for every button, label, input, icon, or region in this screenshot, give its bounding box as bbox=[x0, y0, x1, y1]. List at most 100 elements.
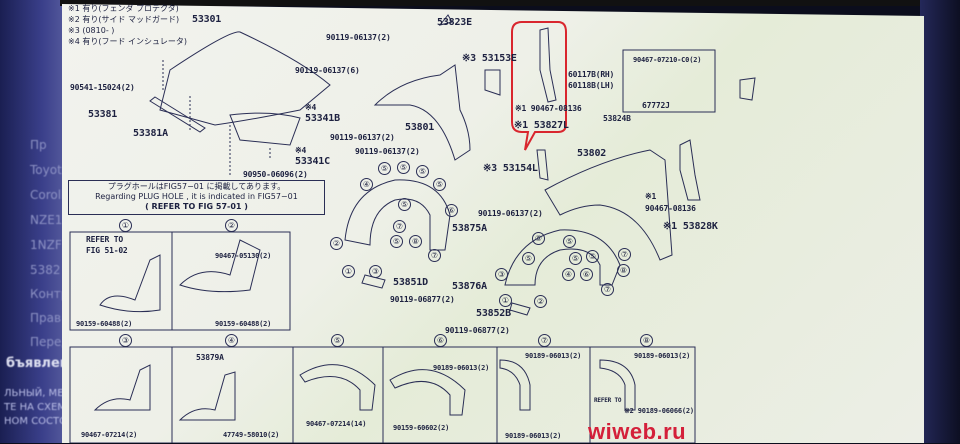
callout-number: ⑤ bbox=[397, 161, 410, 174]
label-mudguard-rh: 60117B(RH) bbox=[568, 70, 615, 79]
panel-label: 90159-60488(2) bbox=[76, 320, 133, 328]
side-item: Пр bbox=[30, 138, 47, 152]
side-item: NZE1 bbox=[30, 213, 63, 227]
callout-number: ② bbox=[330, 237, 343, 250]
callout-number: ④ bbox=[360, 178, 373, 191]
hood-shape bbox=[159, 31, 331, 126]
label-bolt: 90119-06137(6) bbox=[295, 66, 360, 75]
callout-number: ⑤ bbox=[416, 165, 429, 178]
label-mudguard-clip: 90467-07210-C0(2) bbox=[633, 56, 702, 64]
label-bolt: 90119-06877(2) bbox=[390, 295, 455, 304]
panel-label: 90467-07214(14) bbox=[306, 420, 367, 428]
fender-lh-shape bbox=[544, 149, 673, 261]
label-seal-clip: 53381A bbox=[133, 128, 168, 139]
label-seal: 53381 bbox=[88, 109, 118, 120]
label-plug: 90950-06096(2) bbox=[243, 170, 308, 179]
panel-number: ③ bbox=[119, 334, 132, 347]
panel-label: 90467-05130(2) bbox=[215, 252, 272, 260]
callout-number: ⑤ bbox=[390, 235, 403, 248]
highlight-callout bbox=[511, 21, 567, 151]
label-insulator-clip: 53341C bbox=[295, 156, 330, 167]
panel-number: ⑧ bbox=[640, 334, 653, 347]
side-item: Toyot bbox=[30, 163, 62, 177]
panel-label: 90159-60602(2) bbox=[393, 424, 450, 432]
label-hood-clip: 90541-15024(2) bbox=[70, 83, 135, 92]
panel-label: 53879A bbox=[196, 353, 224, 362]
panel-label: 90189-06013(2) bbox=[505, 432, 562, 440]
panel-number: ⑦ bbox=[538, 334, 551, 347]
label-bracket-d: 53851D bbox=[393, 277, 428, 288]
callout-number: ② bbox=[534, 295, 547, 308]
callout-number: ⑥ bbox=[445, 204, 458, 217]
label-bracket-b: 53824B bbox=[603, 114, 631, 123]
seal-shape bbox=[149, 96, 206, 133]
callout-number: ⑤ bbox=[569, 252, 582, 265]
side-item: Прав bbox=[30, 311, 62, 325]
label-clip-highlight: ※1 90467-08136 bbox=[515, 104, 582, 113]
monitor-bezel-top bbox=[60, 0, 960, 6]
label-fender-lh: 53802 bbox=[577, 148, 607, 159]
callout-number: ③ bbox=[369, 265, 382, 278]
label-hood: 53301 bbox=[192, 14, 222, 25]
side-item: Перед bbox=[30, 335, 70, 349]
side-line: ЛЬНЫЙ, МЕ bbox=[4, 388, 64, 399]
callout-number: ⑧ bbox=[409, 235, 422, 248]
panel-label: REFER TO bbox=[594, 397, 622, 404]
callout-number: ③ bbox=[495, 268, 508, 281]
callout-number: ⑦ bbox=[428, 249, 441, 262]
panel-label: 90189-06013(2) bbox=[525, 352, 582, 360]
label-bolt: 90119-06137(2) bbox=[478, 209, 543, 218]
panel-label: ※2 90189-06066(2) bbox=[624, 407, 694, 415]
side-item: 1NZF bbox=[30, 238, 62, 252]
monitor-bezel-right bbox=[920, 0, 960, 443]
panel-label: 90189-06013(2) bbox=[634, 352, 691, 360]
callout-number: ⑤ bbox=[378, 162, 391, 175]
label-protector-highlight: ※1 53827L bbox=[514, 120, 569, 131]
label-insulator-clip-mark: ※4 bbox=[295, 146, 307, 155]
callout-number: ⑦ bbox=[618, 248, 631, 261]
callout-number: ⑤ bbox=[398, 198, 411, 211]
callout-number: ⑧ bbox=[617, 264, 630, 277]
panel-label: REFER TO bbox=[86, 235, 123, 244]
note-line: ※1 有り(フェンダ プロテクタ) bbox=[68, 4, 179, 13]
plug-note-jp: プラグホールはFIG57−01 に掲載してあります。 bbox=[107, 182, 286, 191]
label-fender-rh: 53801 bbox=[405, 122, 435, 133]
panel-label: 90159-60488(2) bbox=[215, 320, 272, 328]
callout-number: ① bbox=[342, 265, 355, 278]
callout-number: ⑥ bbox=[580, 268, 593, 281]
label-bolt: 90119-06137(2) bbox=[326, 33, 391, 42]
label-insulator-mark: ※4 bbox=[305, 103, 317, 112]
plug-note-ref: ( REFER TO FIG 57-01 ) bbox=[145, 202, 248, 211]
callout-number: ① bbox=[499, 294, 512, 307]
callout-number: ⑤ bbox=[586, 250, 599, 263]
label-clip-right-mark: ※1 bbox=[645, 192, 657, 201]
panel-number: ② bbox=[225, 219, 238, 232]
liner-rh-shape bbox=[344, 179, 451, 251]
fender-rh-shape bbox=[373, 64, 471, 161]
panel-label: 90467-07214(2) bbox=[81, 431, 138, 439]
label-bracket-b2: 53852B bbox=[476, 308, 511, 319]
panel-number: ⑤ bbox=[331, 334, 344, 347]
plug-note-en: Regarding PLUG HOLE , it is indicated in… bbox=[95, 192, 298, 201]
side-heading: бъявлени bbox=[6, 356, 78, 371]
callout-number: ⑤ bbox=[522, 252, 535, 265]
callout-number: ⑦ bbox=[393, 220, 406, 233]
side-line: НОМ СОСТО bbox=[4, 416, 68, 427]
label-seal-e: ※3 53153E bbox=[462, 53, 517, 64]
side-line: ТЕ НА СХЕМ bbox=[4, 402, 66, 413]
side-item: Контр bbox=[30, 287, 69, 301]
label-mudguard-lh: 60118B(LH) bbox=[568, 81, 615, 90]
callout-number: ⑤ bbox=[532, 232, 545, 245]
insulator-shape bbox=[229, 112, 301, 146]
panel-label: FIG 51-02 bbox=[86, 246, 128, 255]
label-insulator: 53341B bbox=[305, 113, 340, 124]
callout-number: ⑤ bbox=[563, 235, 576, 248]
label-liner-lh: 53876A bbox=[452, 281, 487, 292]
protector-shape bbox=[539, 27, 557, 103]
note-line: ※4 有り(フード インシュレータ) bbox=[68, 37, 187, 46]
label-bolt: 90119-06877(2) bbox=[445, 326, 510, 335]
note-line: ※2 有り(サイド マッドガード) bbox=[68, 15, 180, 24]
note-line: ※3 (0810- ) bbox=[68, 26, 115, 35]
background-browser-page bbox=[0, 0, 70, 443]
